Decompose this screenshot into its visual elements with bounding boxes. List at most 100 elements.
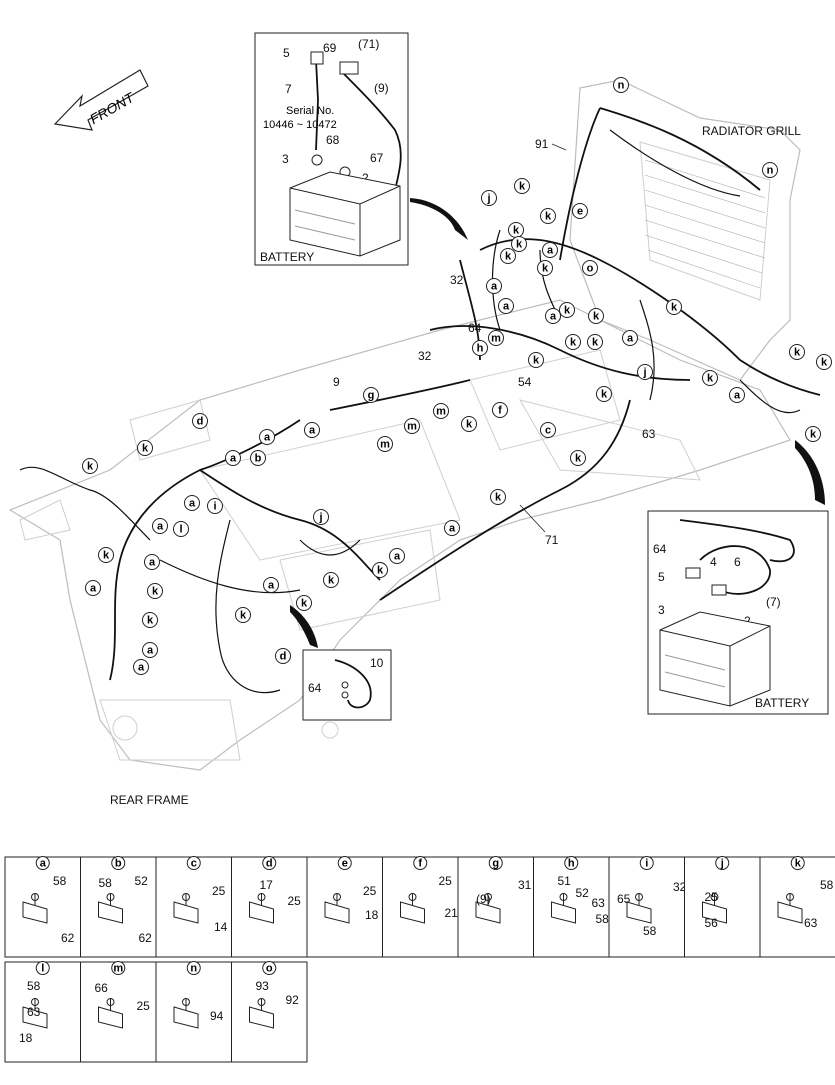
svg-text:n: n bbox=[618, 80, 625, 92]
rear-frame-label: REAR FRAME bbox=[110, 793, 189, 807]
callout-d: d bbox=[275, 648, 291, 664]
svg-text:a: a bbox=[449, 523, 456, 535]
svg-text:a: a bbox=[734, 390, 741, 402]
legend-part-number: 21 bbox=[445, 906, 459, 920]
callout-m: m bbox=[377, 436, 393, 452]
svg-text:k: k bbox=[671, 302, 678, 314]
part-number: 54 bbox=[518, 375, 532, 389]
serial-range: 10446 ~ 10472 bbox=[263, 119, 337, 131]
legend-letter: b bbox=[115, 858, 122, 870]
legend-letter: l bbox=[41, 963, 44, 975]
legend-part-number: 25 bbox=[705, 890, 719, 904]
part-number: 64 bbox=[468, 321, 482, 335]
callout-d: d bbox=[192, 413, 208, 429]
inset-top-part: (9) bbox=[374, 81, 389, 95]
inset-small-part: 10 bbox=[370, 656, 384, 670]
callout-k: k bbox=[500, 248, 516, 264]
svg-text:a: a bbox=[264, 432, 271, 444]
inset-right-part: 5 bbox=[658, 570, 665, 584]
svg-text:k: k bbox=[707, 373, 714, 385]
legend-letter: j bbox=[720, 858, 724, 870]
callout-k: k bbox=[372, 562, 388, 578]
callout-a: a bbox=[622, 330, 638, 346]
svg-text:k: k bbox=[794, 347, 801, 359]
svg-text:k: k bbox=[601, 389, 608, 401]
legend-part-number: 18 bbox=[365, 908, 379, 922]
callout-o: o bbox=[582, 260, 598, 276]
svg-text:m: m bbox=[491, 333, 501, 345]
legend-letter: f bbox=[418, 858, 422, 870]
callout-a: a bbox=[545, 308, 561, 324]
part-number: 32 bbox=[450, 273, 464, 287]
svg-text:a: a bbox=[503, 301, 510, 313]
callout-k: k bbox=[323, 572, 339, 588]
legend-part-number: 56 bbox=[705, 916, 719, 930]
radiator-grill bbox=[569, 79, 801, 381]
callout-k: k bbox=[666, 299, 682, 315]
inset-top-part: 3 bbox=[282, 152, 289, 166]
legend-letter: i bbox=[645, 858, 648, 870]
legend-part-number: 63 bbox=[27, 1005, 41, 1019]
svg-text:k: k bbox=[575, 453, 582, 465]
legend-part-number: 58 bbox=[27, 979, 41, 993]
legend-part-number: 32 bbox=[673, 880, 687, 894]
callout-a: a bbox=[133, 659, 149, 675]
callout-c: c bbox=[540, 422, 556, 438]
callout-e: e bbox=[572, 203, 588, 219]
legend-part-number: 18 bbox=[19, 1031, 33, 1045]
callout-k: k bbox=[565, 334, 581, 350]
callout-k: k bbox=[789, 344, 805, 360]
inset-top-title: BATTERY bbox=[260, 250, 314, 264]
legend-part-number: 63 bbox=[592, 896, 606, 910]
callout-k: k bbox=[461, 416, 477, 432]
callout-j: j bbox=[637, 364, 653, 380]
inset-top-part: 7 bbox=[285, 82, 292, 96]
legend-cell-j: j 25 56 bbox=[684, 856, 761, 958]
svg-text:m: m bbox=[380, 439, 390, 451]
svg-text:k: k bbox=[592, 337, 599, 349]
svg-text:k: k bbox=[152, 586, 159, 598]
legend-part-number: 17 bbox=[260, 878, 274, 892]
inset-right-title: BATTERY bbox=[755, 696, 809, 710]
svg-text:k: k bbox=[328, 575, 335, 587]
legend-part-number: 93 bbox=[256, 979, 270, 993]
legend-cell-g: g(9)31 bbox=[457, 856, 534, 958]
callout-a: a bbox=[85, 580, 101, 596]
svg-text:a: a bbox=[157, 521, 164, 533]
svg-text:f: f bbox=[498, 405, 502, 417]
legend-part-number: 25 bbox=[439, 874, 453, 888]
legend-part-number: 58 bbox=[643, 924, 657, 938]
svg-text:k: k bbox=[564, 305, 571, 317]
svg-text:k: k bbox=[466, 419, 473, 431]
svg-text:o: o bbox=[587, 263, 594, 275]
callout-k: k bbox=[511, 236, 527, 252]
part-number: 32 bbox=[418, 349, 432, 363]
legend-part-number: 52 bbox=[576, 886, 590, 900]
callout-k: k bbox=[540, 208, 556, 224]
callout-a: a bbox=[542, 242, 558, 258]
callout-l: l bbox=[173, 521, 189, 537]
svg-text:a: a bbox=[230, 453, 237, 465]
inset-right-part: 6 bbox=[734, 555, 741, 569]
legend-part-number: 58 bbox=[99, 876, 113, 890]
svg-text:a: a bbox=[309, 425, 316, 437]
legend-part-number: 25 bbox=[363, 884, 377, 898]
svg-text:h: h bbox=[477, 343, 484, 355]
callout-a: a bbox=[225, 450, 241, 466]
svg-text:k: k bbox=[570, 337, 577, 349]
svg-text:b: b bbox=[255, 453, 262, 465]
callout-k: k bbox=[490, 489, 506, 505]
legend-part-number: 62 bbox=[139, 931, 153, 945]
callout-m: m bbox=[404, 418, 420, 434]
serial-label: Serial No. bbox=[286, 105, 334, 117]
callout-k: k bbox=[514, 178, 530, 194]
inset-top-part: 2 bbox=[362, 171, 369, 185]
callout-f: f bbox=[492, 402, 508, 418]
svg-text:a: a bbox=[547, 245, 554, 257]
svg-text:k: k bbox=[495, 492, 502, 504]
